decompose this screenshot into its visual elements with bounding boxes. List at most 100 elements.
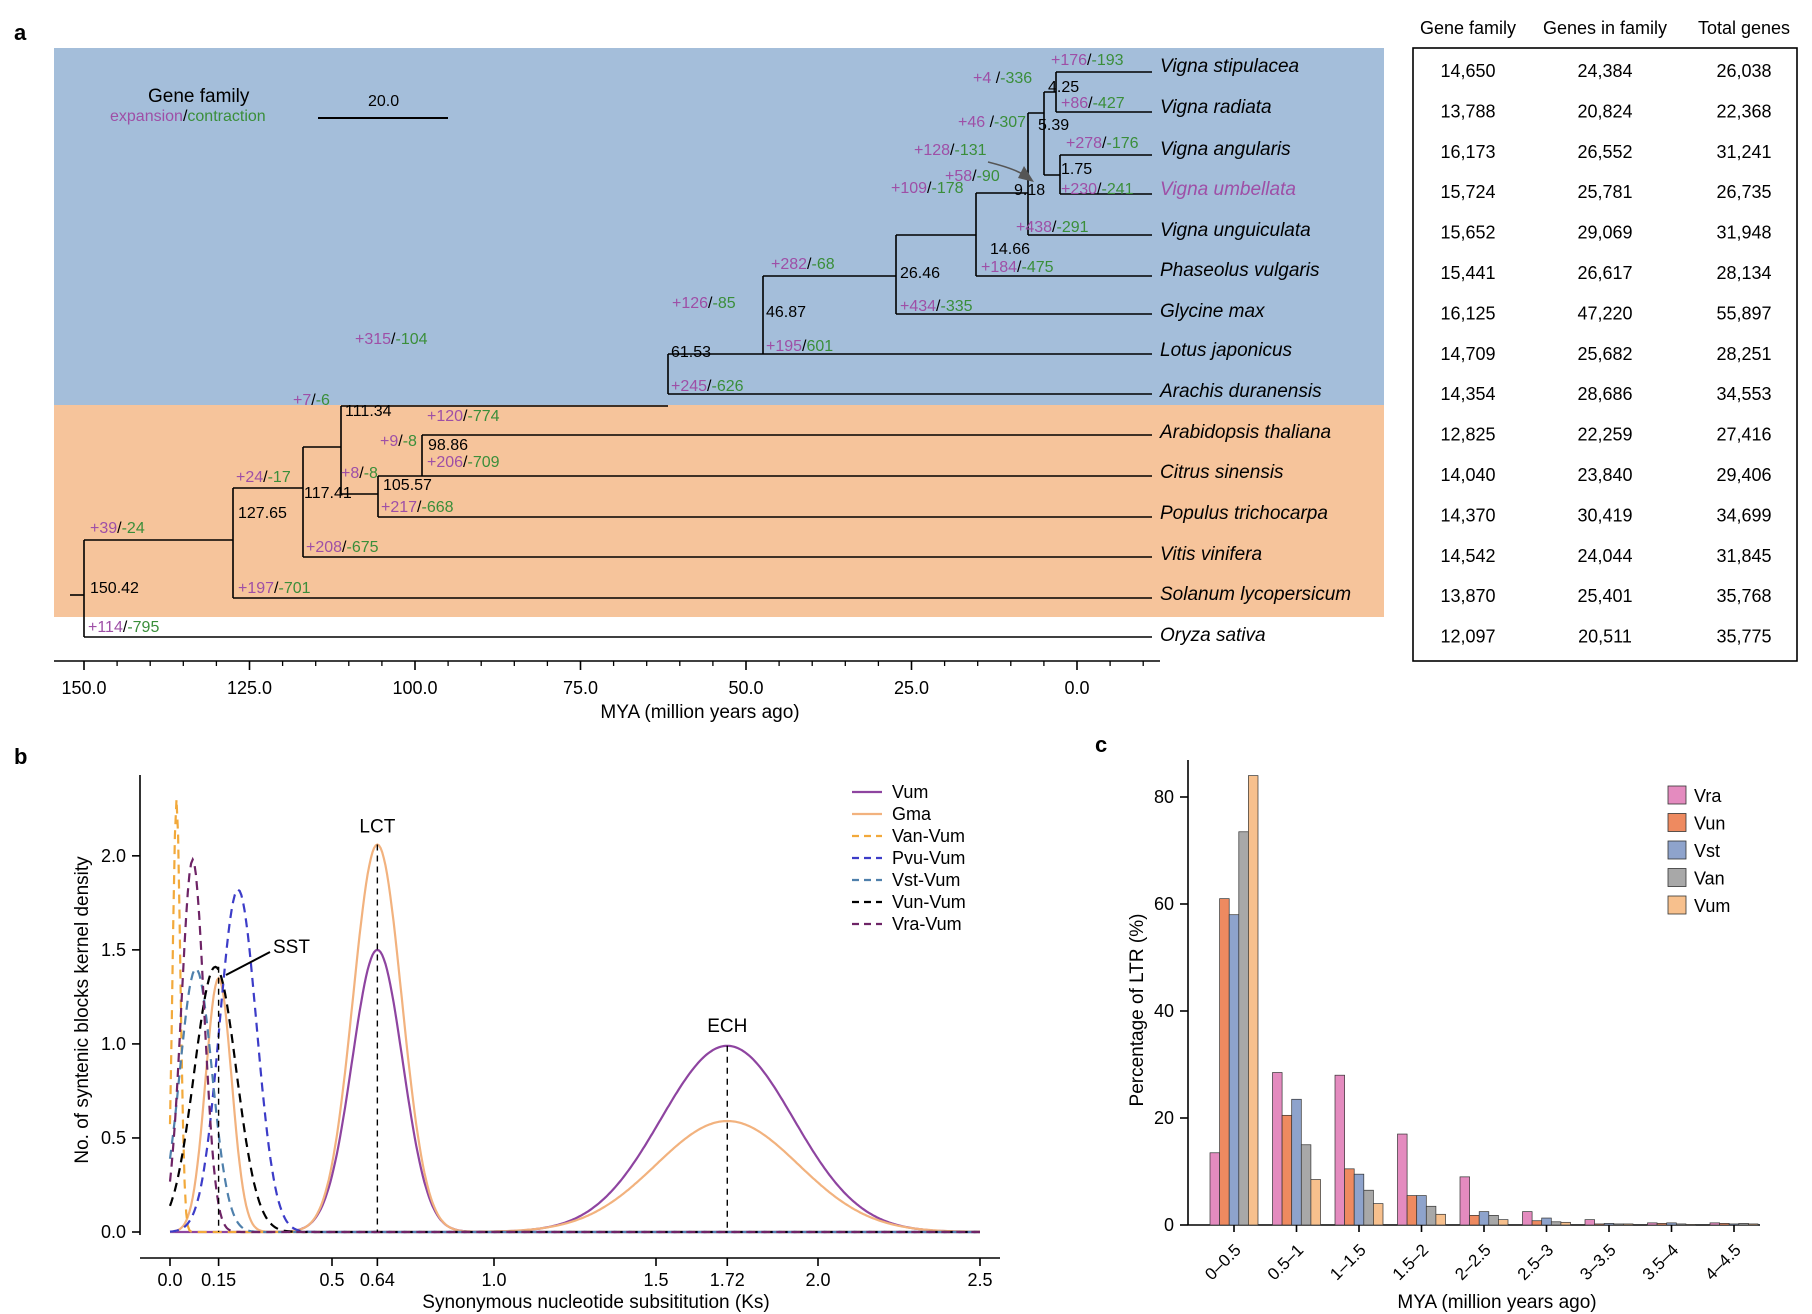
c-ylabel: Percentage of LTR (%) bbox=[1127, 914, 1148, 1107]
b-series-line-vum bbox=[170, 948, 980, 1234]
branch-expansion: +39 bbox=[90, 520, 117, 537]
branch-label: +39/-24 bbox=[90, 520, 145, 537]
b-annotation-sst: SST bbox=[273, 937, 310, 958]
b-series-line-vun-vum bbox=[168, 965, 980, 1234]
branch-117 bbox=[302, 446, 1152, 558]
branch-contraction: -17 bbox=[268, 469, 291, 486]
branch-contraction: -335 bbox=[941, 298, 973, 315]
branch-slash: / bbox=[1097, 181, 1102, 198]
b-y-tick-label: 1.0 bbox=[101, 1034, 126, 1054]
branch-expansion: +245 bbox=[671, 378, 707, 395]
c-x-tick-label: 1.5–2 bbox=[1389, 1240, 1433, 1284]
c-y-tick-label: 80 bbox=[1154, 787, 1174, 807]
branch-label: +438/-291 bbox=[1016, 219, 1089, 236]
time-tick-label: 75.0 bbox=[563, 678, 598, 698]
b-legend-label: Pvu-Vum bbox=[892, 848, 965, 868]
c-bar-vst bbox=[1603, 1223, 1615, 1226]
b-x-tick-label: 0.64 bbox=[360, 1270, 395, 1290]
c-bar-vun bbox=[1406, 1195, 1418, 1226]
branch-contraction: -8 bbox=[364, 465, 378, 482]
table-cell: 31,845 bbox=[1716, 546, 1771, 566]
branch-label: +46 /-307 bbox=[958, 114, 1026, 131]
branch-expansion: +206 bbox=[427, 454, 463, 471]
arrow-head bbox=[1018, 166, 1034, 182]
table-cell: 29,069 bbox=[1577, 223, 1632, 243]
table-cell: 15,652 bbox=[1440, 223, 1495, 243]
c-bar-van bbox=[1425, 1205, 1437, 1226]
c-legend-swatch bbox=[1667, 813, 1687, 832]
branch-expansion: +208 bbox=[306, 539, 342, 556]
table-cell: 14,354 bbox=[1440, 384, 1495, 404]
branch-label: +315/-104 bbox=[355, 331, 428, 348]
c-bar-vst bbox=[1728, 1223, 1740, 1226]
branch-label: +120/-774 bbox=[427, 408, 500, 425]
branch-slash: / bbox=[950, 142, 955, 159]
b-legend-label: Vst-Vum bbox=[892, 870, 960, 890]
b-x-tick-label: 1.72 bbox=[710, 1270, 745, 1290]
branch-contraction: -178 bbox=[932, 180, 964, 197]
time-axis-label: MYA (million years ago) bbox=[600, 702, 799, 723]
c-bar-van bbox=[1550, 1221, 1562, 1226]
species-label: Lotus japonicus bbox=[1160, 340, 1293, 361]
table-cell: 14,542 bbox=[1440, 546, 1495, 566]
gene-family-table: Gene family Genes in family Total genes … bbox=[1412, 18, 1798, 662]
branch-slash: / bbox=[263, 469, 268, 486]
branch-label: +206/-709 bbox=[427, 454, 500, 471]
branch-expansion: +9 bbox=[380, 433, 398, 450]
table-cell: 20,824 bbox=[1577, 101, 1632, 121]
c-bar-vum bbox=[1623, 1223, 1634, 1226]
table-cell: 24,384 bbox=[1577, 61, 1632, 81]
branch-14 bbox=[975, 192, 1152, 277]
table-cell: 30,419 bbox=[1577, 505, 1632, 525]
branch-slash: / bbox=[936, 298, 941, 315]
table-cell: 12,097 bbox=[1440, 627, 1495, 647]
branch-label: +114/-795 bbox=[88, 619, 159, 636]
c-bar-vun bbox=[1719, 1223, 1730, 1226]
b-y-tick-label: 1.5 bbox=[101, 940, 126, 960]
branch-slash: / bbox=[708, 295, 713, 312]
b-legend-label: Gma bbox=[892, 804, 932, 824]
branch-contraction: -701 bbox=[279, 580, 311, 597]
branch-contraction: -24 bbox=[122, 520, 145, 537]
branch-contraction: -626 bbox=[712, 378, 744, 395]
c-x-tick-label: 3.5–4 bbox=[1639, 1240, 1683, 1284]
table-header: Genes in family bbox=[1543, 18, 1667, 38]
branch-5 bbox=[1043, 91, 1060, 176]
time-tick-label: 50.0 bbox=[728, 678, 763, 698]
time-tick-label: 100.0 bbox=[392, 678, 437, 698]
c-legend-swatch bbox=[1667, 868, 1687, 887]
c-x-tick-label: 3–3.5 bbox=[1576, 1240, 1620, 1284]
species-label: Glycine max bbox=[1160, 301, 1266, 322]
species-label: Solanum lycopersicum bbox=[1160, 584, 1351, 605]
table-cell: 29,406 bbox=[1716, 465, 1771, 485]
table-cell: 23,840 bbox=[1577, 465, 1632, 485]
c-bar-vra bbox=[1709, 1222, 1720, 1226]
branch-slash: / bbox=[417, 499, 422, 516]
branch-contraction: -668 bbox=[422, 499, 454, 516]
legend-title: Gene family bbox=[148, 86, 250, 107]
c-bar-vra bbox=[1522, 1211, 1533, 1226]
species-label: Arabidopsis thaliana bbox=[1159, 422, 1331, 443]
b-series-line-vra-vum bbox=[168, 856, 980, 1234]
table-header: Total genes bbox=[1698, 18, 1790, 38]
branch-contraction: -427 bbox=[1093, 95, 1125, 112]
branch-expansion: +282 bbox=[771, 256, 807, 273]
branch-label: +109/-178 bbox=[891, 180, 964, 197]
c-y-tick-label: 20 bbox=[1154, 1108, 1174, 1128]
branch-contraction: -131 bbox=[955, 142, 987, 159]
node-age: 4.25 bbox=[1048, 79, 1079, 96]
branch-slash: / bbox=[311, 392, 316, 409]
branch-expansion: +86 bbox=[1061, 95, 1088, 112]
c-y-tick-label: 60 bbox=[1154, 894, 1174, 914]
legume-background bbox=[54, 48, 1384, 405]
legend-slash: / bbox=[183, 108, 188, 125]
branch-slash: / bbox=[342, 539, 347, 556]
c-bar-van bbox=[1238, 831, 1249, 1226]
branch-expansion: +434 bbox=[900, 298, 936, 315]
branch-label: +245/-626 bbox=[671, 378, 744, 395]
table-cell: 26,038 bbox=[1716, 61, 1771, 81]
c-bar-vum bbox=[1373, 1203, 1384, 1226]
node-ages: 150.42 127.65 117.41 111.34 105.57 98.86… bbox=[90, 79, 1092, 597]
branch-contraction: -336 bbox=[1000, 70, 1032, 87]
